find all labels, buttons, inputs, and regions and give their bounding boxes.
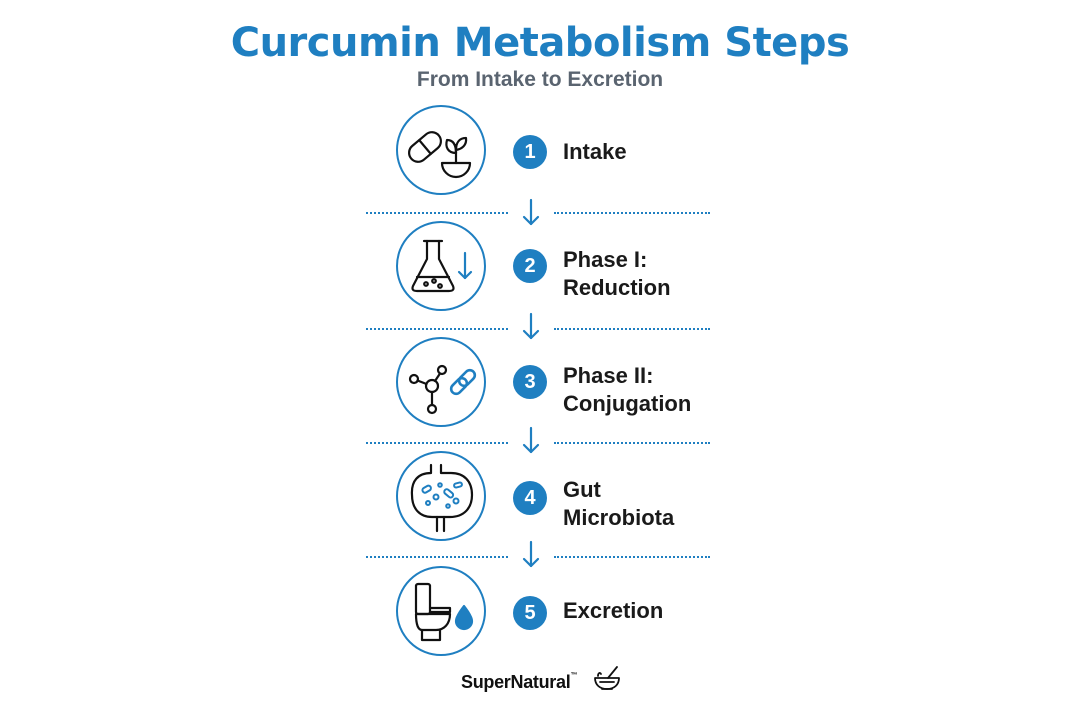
capsule-and-bowl-icon [396, 105, 486, 195]
step-number-badge: 4 [513, 481, 547, 515]
step-2: 2 Phase I: Reduction [0, 221, 1080, 317]
page-title: Curcumin Metabolism Steps [230, 20, 850, 66]
page-subtitle: From Intake to Excretion [416, 68, 664, 91]
brand-name: SuperNatural [461, 672, 571, 692]
mortar-pestle-icon [594, 666, 620, 690]
toilet-droplet-icon [396, 566, 486, 656]
step-label: Intake [563, 138, 627, 166]
dotted-divider [366, 212, 508, 214]
down-arrow-icon [522, 540, 540, 568]
step-label: Gut Microbiota [563, 476, 674, 532]
step-number-badge: 2 [513, 249, 547, 283]
step-label: Phase II: Conjugation [563, 362, 691, 418]
step-3: 3 Phase II: Conjugation [0, 337, 1080, 433]
dotted-divider [554, 212, 710, 214]
dotted-divider [554, 442, 710, 444]
down-arrow-icon [522, 426, 540, 454]
step-number-badge: 1 [513, 135, 547, 169]
step-label-line-1: Phase II: [563, 363, 654, 388]
down-arrow-icon [522, 198, 540, 226]
molecule-link-icon [396, 337, 486, 427]
brand-logo-text: SuperNatural™ [461, 672, 577, 693]
step-label-line-1: Gut [563, 477, 601, 502]
brand-trademark: ™ [570, 672, 578, 679]
step-1: 1 Intake [0, 105, 1080, 201]
dotted-divider [366, 442, 508, 444]
step-4: 4 Gut Microbiota [0, 451, 1080, 547]
dotted-divider [554, 328, 710, 330]
step-label-line-1: Excretion [563, 598, 664, 623]
flask-down-arrow-icon [396, 221, 486, 311]
dotted-divider [366, 556, 508, 558]
step-number-badge: 5 [513, 596, 547, 630]
step-number-badge: 3 [513, 365, 547, 399]
step-label-line-1: Intake [563, 139, 627, 164]
step-label-line-2: Reduction [563, 275, 671, 300]
step-label-line-2: Conjugation [563, 391, 692, 416]
step-label-line-1: Phase I: [563, 247, 648, 272]
dotted-divider [554, 556, 710, 558]
step-label-line-2: Microbiota [563, 505, 675, 530]
step-5: 5 Excretion [0, 566, 1080, 662]
dotted-divider [366, 328, 508, 330]
down-arrow-icon [522, 312, 540, 340]
intestine-microbes-icon [396, 451, 486, 541]
step-label: Phase I: Reduction [563, 246, 671, 302]
step-label: Excretion [563, 597, 663, 625]
